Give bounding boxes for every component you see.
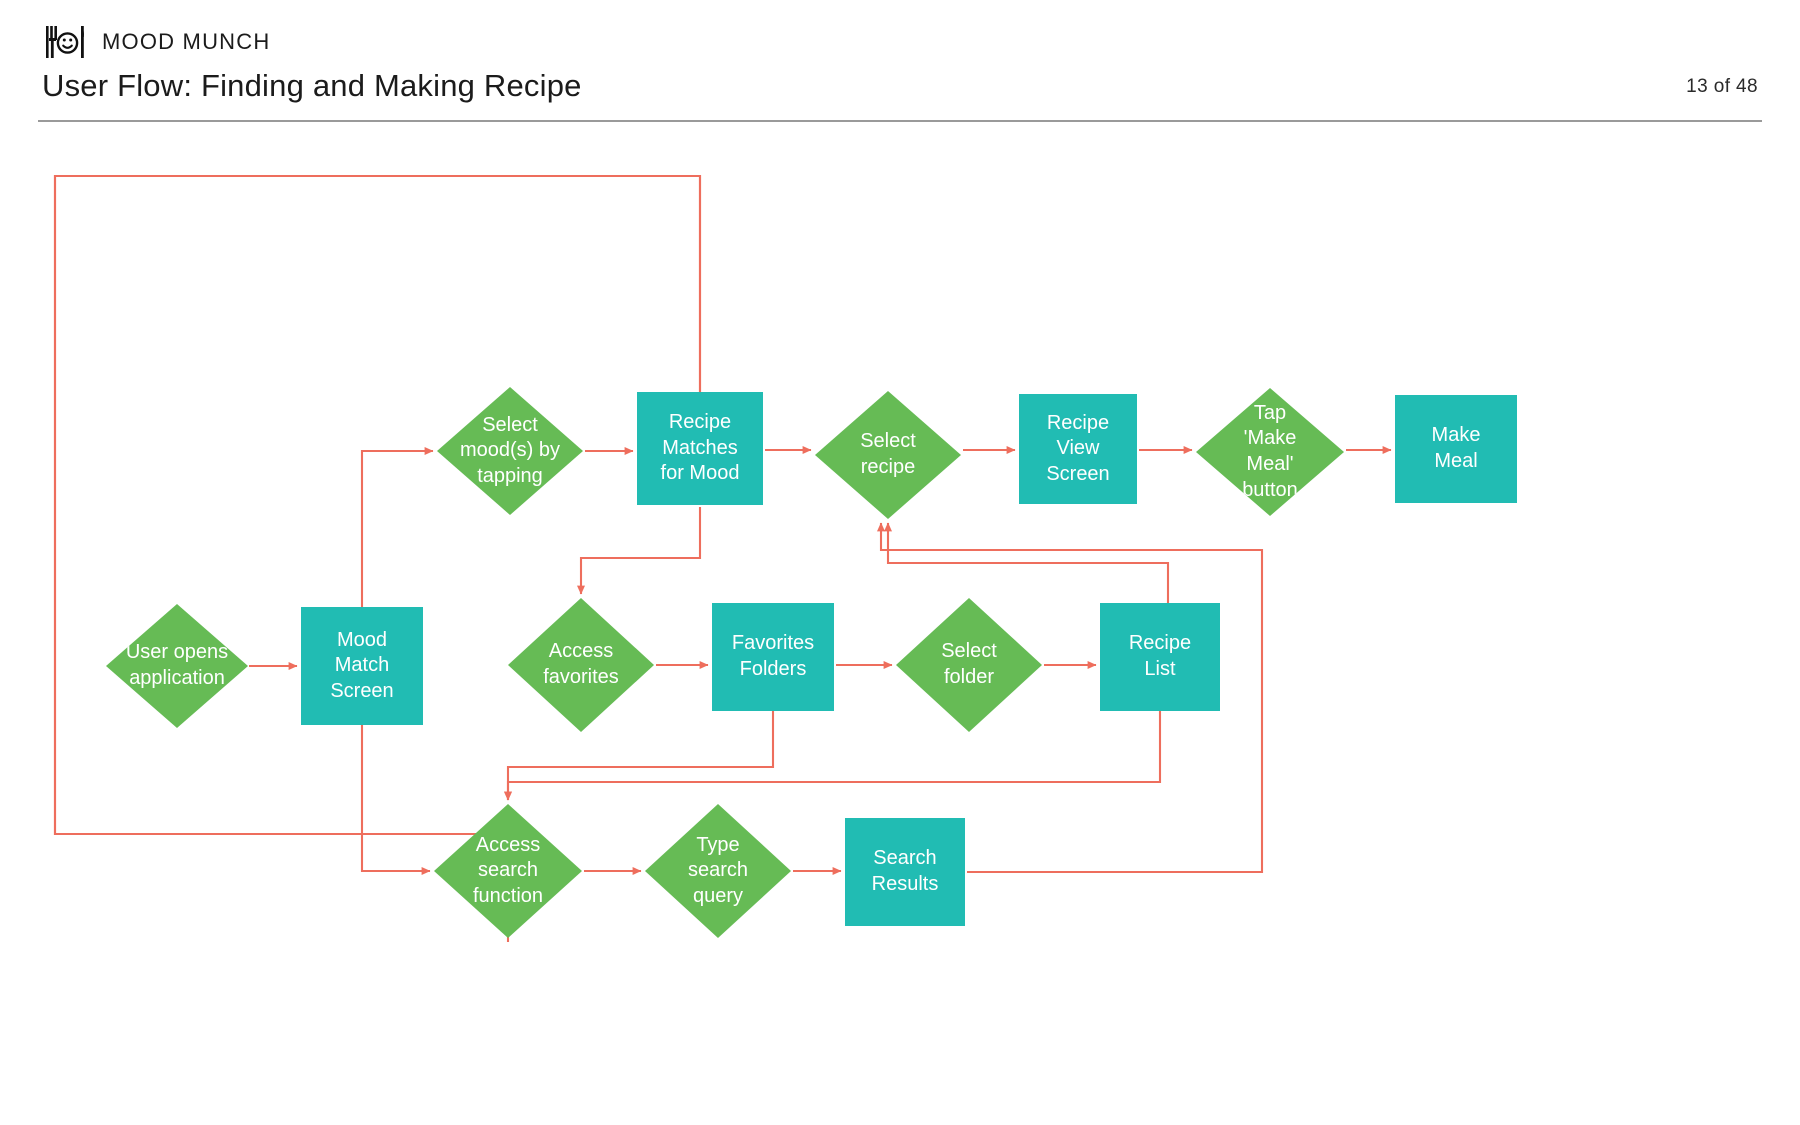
node-label: Make Meal	[1431, 424, 1481, 472]
node-recipe-matches-for-mood[interactable]: Recipe Matches for Mood	[637, 392, 763, 505]
fork-plate-knife-smiley-icon	[46, 26, 85, 58]
node-label: Tap 'Make Meal' button	[1242, 401, 1298, 501]
connector-layer	[53, 174, 1392, 942]
node-label: Select recipe	[860, 430, 916, 478]
flowchart-canvas: User opens application Mood Match Screen…	[0, 130, 1800, 1125]
brand-lockup: MOOD MUNCH	[44, 22, 270, 62]
node-label: Recipe List	[1128, 632, 1192, 680]
edge-recipe-list-to-access-search	[504, 711, 1162, 801]
node-recipe-list[interactable]: Recipe List	[1100, 603, 1220, 711]
edge-outer-loop-path	[53, 174, 702, 836]
edge-mood-match-screen-to-access-search	[360, 725, 431, 875]
edge-recipe-list-to-select-recipe	[884, 522, 1170, 603]
header-divider	[38, 120, 1762, 122]
page-title: User Flow: Finding and Making Recipe	[42, 68, 582, 103]
node-favorites-folders[interactable]: Favorites Folders	[712, 603, 834, 711]
node-recipe-view-screen[interactable]: Recipe View Screen	[1019, 394, 1137, 504]
node-label: Select mood(s) by tapping	[459, 413, 561, 487]
edge-mood-match-screen-to-select-moods	[360, 447, 434, 607]
node-mood-match-screen[interactable]: Mood Match Screen	[301, 607, 423, 725]
edge-favorites-folders-to-access-search	[504, 711, 775, 801]
node-label: Favorites Folders	[731, 632, 815, 680]
node-make-meal[interactable]: Make Meal	[1395, 395, 1517, 503]
node-label: Type search query	[687, 833, 749, 907]
page-indicator: 13 of 48	[1686, 76, 1758, 97]
node-label: Access favorites	[543, 640, 619, 688]
node-label: Access search function	[472, 833, 544, 907]
node-label: Recipe View Screen	[1046, 411, 1110, 485]
node-label: Mood Match Screen	[330, 628, 394, 702]
edge-search-results-to-select-recipe	[877, 522, 1264, 874]
node-search-results[interactable]: Search Results	[845, 818, 965, 926]
node-label: User opens application	[125, 641, 229, 689]
node-label: Recipe Matches for Mood	[660, 411, 740, 485]
node-label: Search Results	[871, 847, 939, 895]
brand-name: MOOD MUNCH	[102, 29, 271, 54]
node-label: Select folder	[941, 640, 997, 688]
edge-recipe-matches-to-access-favorites	[577, 507, 702, 595]
